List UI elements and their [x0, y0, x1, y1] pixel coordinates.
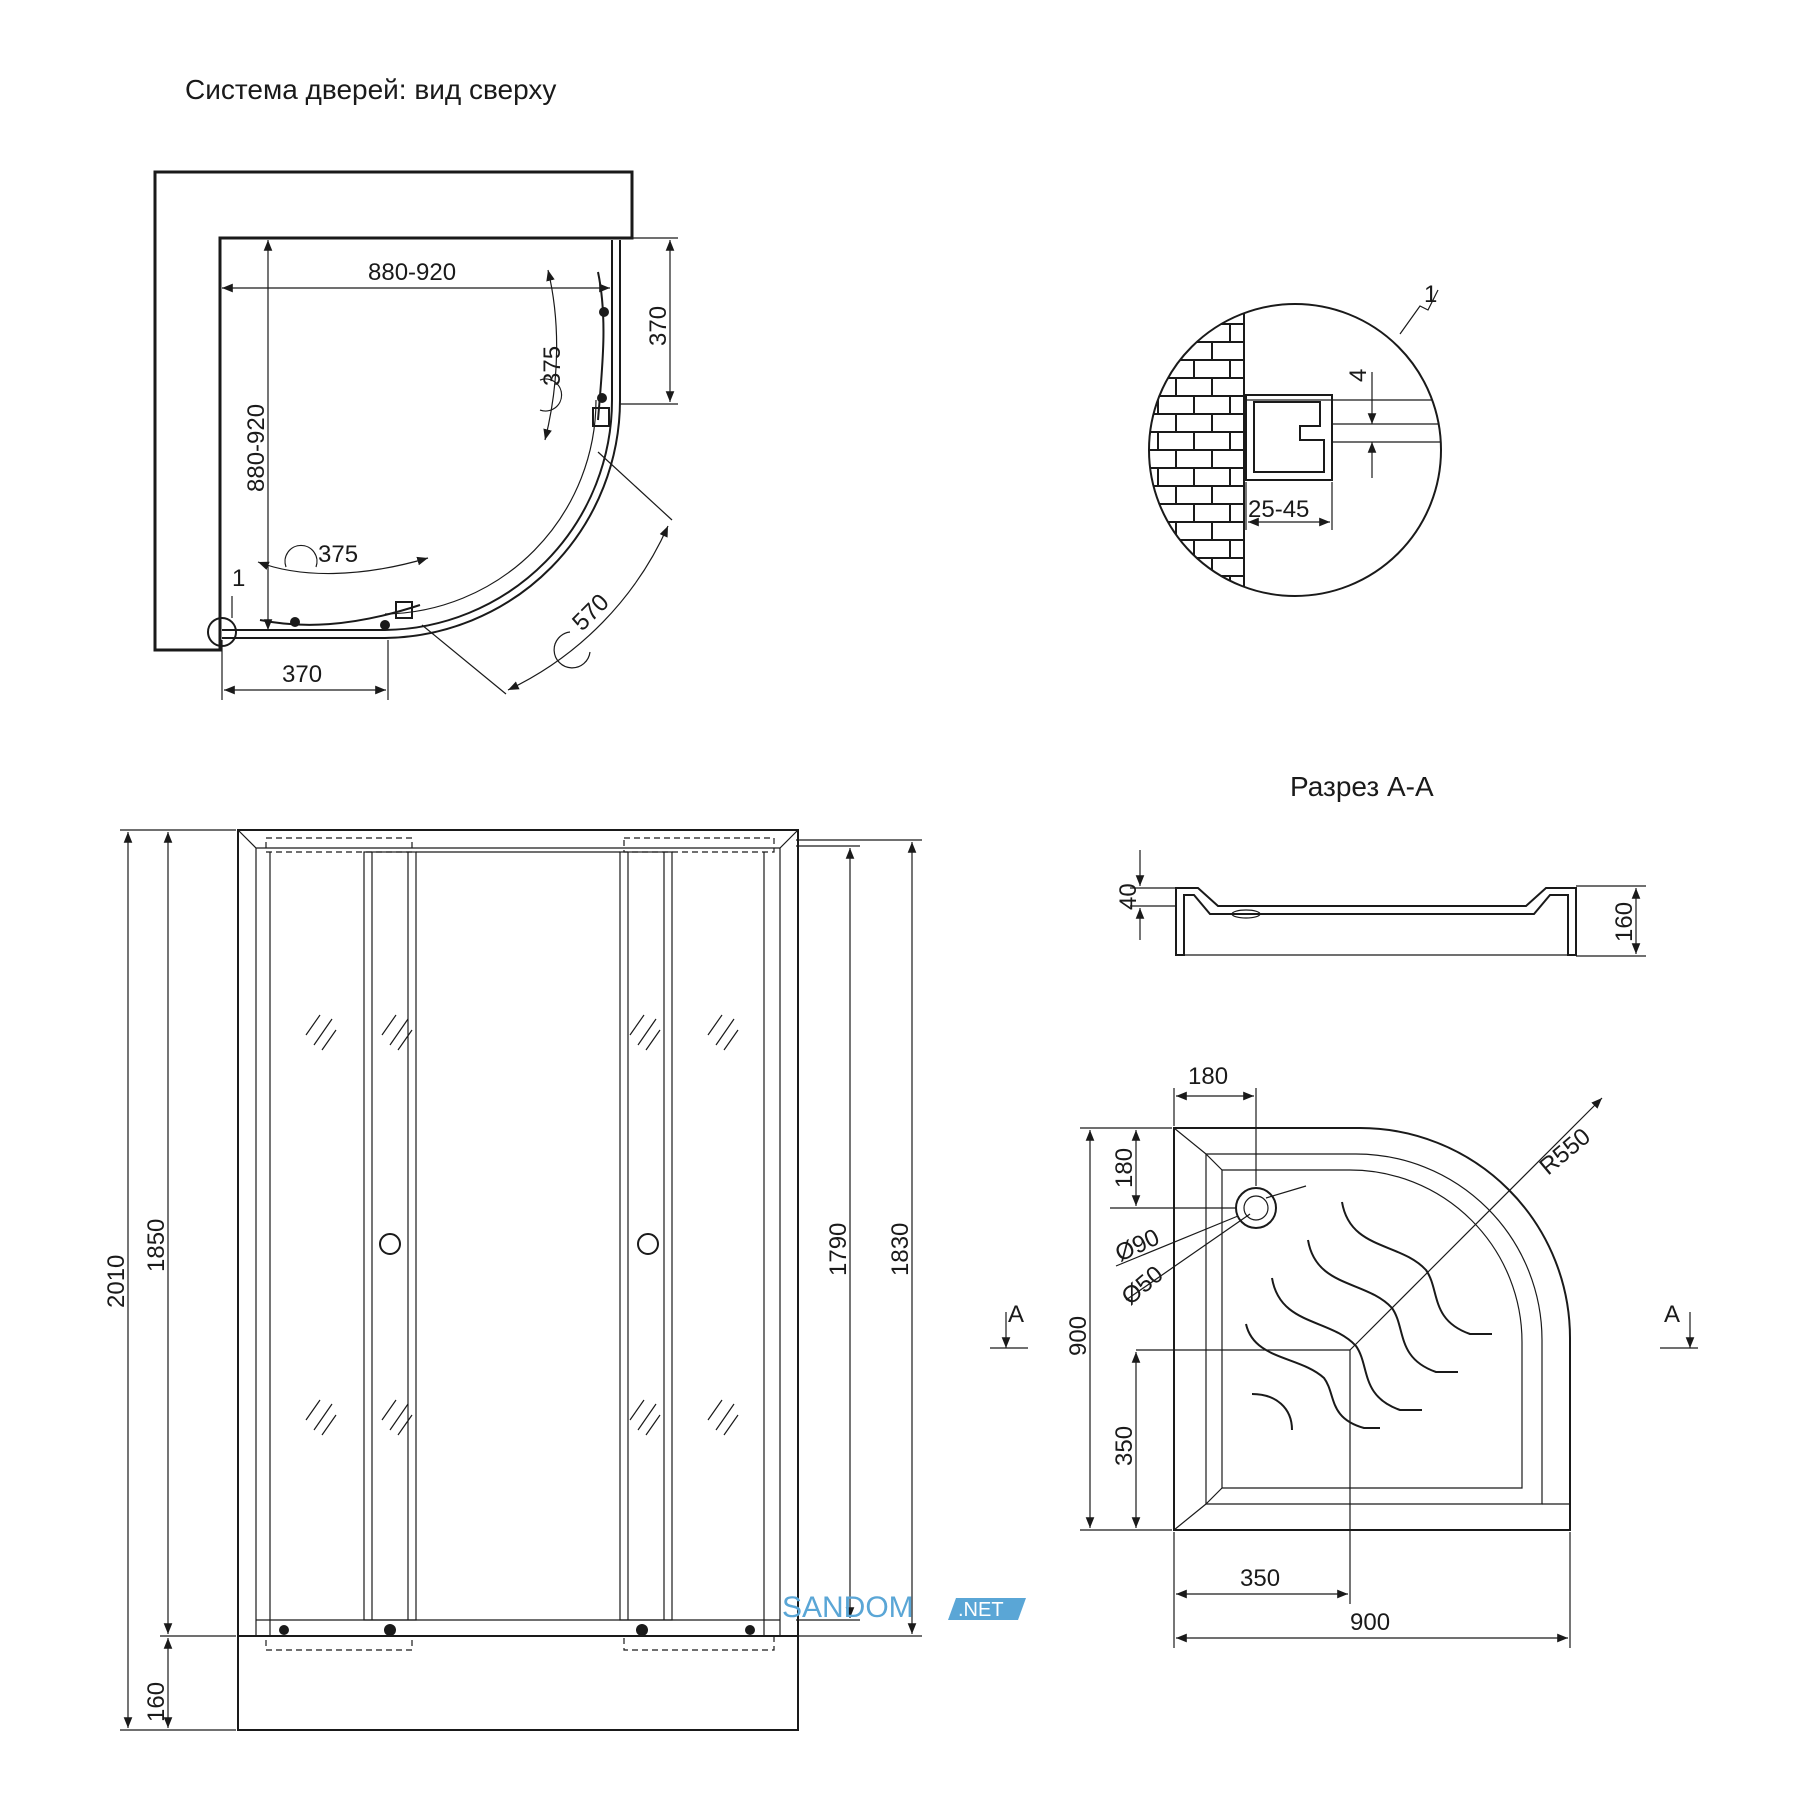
- dim-inner-height: 1790: [825, 1223, 852, 1276]
- section-marker-left: A: [1008, 1301, 1024, 1328]
- tray-diam-outer-label: Ø90: [1111, 1224, 1164, 1268]
- roller-right-icon: [592, 407, 610, 427]
- watermark-brand: SANDOM: [782, 1591, 914, 1624]
- detail-view: 25-45 4 1: [1148, 281, 1442, 597]
- tray-height-label: 900: [1065, 1316, 1092, 1356]
- section-title: Разрез А-А: [1290, 771, 1434, 802]
- drain-icon: [1235, 1187, 1277, 1229]
- tray-radius-label: R550: [1535, 1123, 1596, 1181]
- dim-glass-height: 1850: [143, 1219, 170, 1272]
- section-aa: 40 160: [1115, 850, 1646, 957]
- top-view-title: Система дверей: вид сверху: [185, 74, 556, 105]
- dim-door-bottom: 375: [318, 541, 358, 568]
- dim-top-width: 880-920: [368, 259, 456, 286]
- watermark-tld: .NET: [958, 1599, 1004, 1621]
- watermark: SANDOM .NET: [782, 1591, 1026, 1624]
- tray-center-x-label: 350: [1240, 1565, 1280, 1592]
- front-view: 2010 1850 160 1790 1830: [103, 829, 922, 1731]
- dim-door-diagonal: 570: [567, 589, 614, 636]
- section-rim-label: 40: [1115, 883, 1142, 910]
- handle-right-icon: [637, 1233, 659, 1255]
- detail-ref-number: 1: [1424, 281, 1437, 308]
- detail-range-label: 25-45: [1248, 496, 1309, 523]
- detail-ref-label: 1: [232, 565, 245, 592]
- tray-center-y-label: 350: [1111, 1426, 1138, 1466]
- dim-top-height: 880-920: [243, 404, 270, 492]
- dim-tray-height: 160: [143, 1682, 170, 1722]
- tray-width-label: 900: [1350, 1609, 1390, 1636]
- tray-diam-inner-label: Ø50: [1117, 1261, 1169, 1311]
- dim-right-side: 370: [645, 306, 672, 346]
- detail-gap-label: 4: [1345, 369, 1372, 382]
- roller-bottom-icon: [395, 601, 413, 619]
- dim-bottom-side: 370: [282, 661, 322, 688]
- section-height-label: 160: [1611, 902, 1638, 942]
- tray-top-offset-label: 180: [1188, 1063, 1228, 1090]
- section-marker-right: A: [1664, 1301, 1680, 1328]
- tray-plan: 180 180 900 350 350 900 R550 Ø90 Ø50: [990, 1063, 1698, 1648]
- dim-frame-height: 1830: [887, 1223, 914, 1276]
- dim-total-height: 2010: [103, 1255, 130, 1308]
- top-view-plan: 880-920 880-920 370 370 375 375 570 1: [153, 170, 678, 700]
- handle-left-icon: [379, 1233, 401, 1255]
- tray-left-offset-label: 180: [1111, 1148, 1138, 1188]
